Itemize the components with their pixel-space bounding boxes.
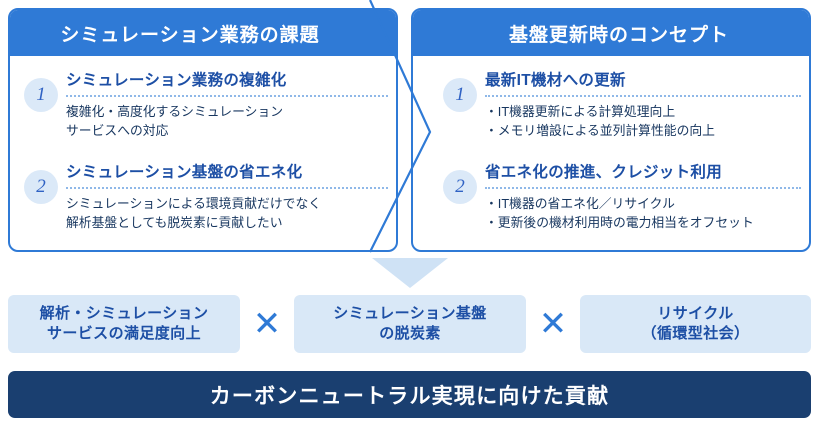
dotted-divider bbox=[485, 95, 801, 97]
bottom-banner: カーボンニュートラル実現に向けた貢献 bbox=[8, 371, 811, 418]
entry-description: ・IT機器の省エネ化／リサイクル ・更新後の機材利用時の電力相当をオフセット bbox=[485, 196, 754, 230]
panel-challenges: シミュレーション業務の課題 1 シミュレーション業務の複雑化 複雑化・高度化する… bbox=[8, 8, 398, 252]
factor-box-decarbonization: シミュレーション基盤 の脱炭素 bbox=[294, 295, 526, 353]
entry-text: シミュレーション基盤の省エネ化 シミュレーションによる環境貢献だけでなく 解析基… bbox=[66, 160, 388, 232]
panel-concept: 基盤更新時のコンセプト 1 最新IT機材への更新 ・IT機器更新による計算処理向… bbox=[411, 8, 811, 252]
factor-box-satisfaction: 解析・シミュレーション サービスの満足度向上 bbox=[8, 295, 240, 353]
arrow-down-icon bbox=[372, 258, 448, 288]
panel-concept-header: 基盤更新時のコンセプト bbox=[413, 10, 809, 56]
list-item: 2 省エネ化の推進、クレジット利用 ・IT機器の省エネ化／リサイクル ・更新後の… bbox=[429, 160, 801, 232]
panel-concept-body: 1 最新IT機材への更新 ・IT機器更新による計算処理向上 ・メモリ増設による並… bbox=[413, 56, 809, 250]
dotted-divider bbox=[485, 187, 801, 189]
panel-challenges-header: シミュレーション業務の課題 bbox=[10, 10, 396, 56]
dotted-divider bbox=[66, 95, 388, 97]
panel-challenges-body: 1 シミュレーション業務の複雑化 複雑化・高度化するシミュレーション サービスへ… bbox=[10, 56, 396, 250]
entry-description: ・IT機器更新による計算処理向上 ・メモリ増設による並列計算性能の向上 bbox=[485, 104, 715, 138]
entry-text: シミュレーション業務の複雑化 複雑化・高度化するシミュレーション サービスへの対… bbox=[66, 68, 388, 140]
factor-box-recycling: リサイクル （循環型社会） bbox=[580, 295, 811, 353]
multiply-icon: ✕ bbox=[538, 305, 568, 343]
number-badge: 2 bbox=[24, 170, 58, 204]
entry-title: 最新IT機材への更新 bbox=[485, 72, 626, 89]
number-badge: 1 bbox=[443, 78, 477, 112]
number-badge: 2 bbox=[443, 170, 477, 204]
list-item: 1 シミュレーション業務の複雑化 複雑化・高度化するシミュレーション サービスへ… bbox=[10, 68, 388, 140]
entry-text: 最新IT機材への更新 ・IT機器更新による計算処理向上 ・メモリ増設による並列計… bbox=[485, 68, 801, 140]
list-item: 2 シミュレーション基盤の省エネ化 シミュレーションによる環境貢献だけでなく 解… bbox=[10, 160, 388, 232]
list-item: 1 最新IT機材への更新 ・IT機器更新による計算処理向上 ・メモリ増設による並… bbox=[429, 68, 801, 140]
entry-text: 省エネ化の推進、クレジット利用 ・IT機器の省エネ化／リサイクル ・更新後の機材… bbox=[485, 160, 801, 232]
dotted-divider bbox=[66, 187, 388, 189]
entry-title: 省エネ化の推進、クレジット利用 bbox=[485, 164, 723, 181]
entry-title: シミュレーション基盤の省エネ化 bbox=[66, 164, 303, 181]
entry-description: シミュレーションによる環境貢献だけでなく 解析基盤としても脱炭素に貢献したい bbox=[66, 196, 322, 230]
multiply-icon: ✕ bbox=[252, 305, 282, 343]
entry-description: 複雑化・高度化するシミュレーション サービスへの対応 bbox=[66, 104, 284, 138]
entry-title: シミュレーション業務の複雑化 bbox=[66, 72, 287, 89]
number-badge: 1 bbox=[24, 78, 58, 112]
